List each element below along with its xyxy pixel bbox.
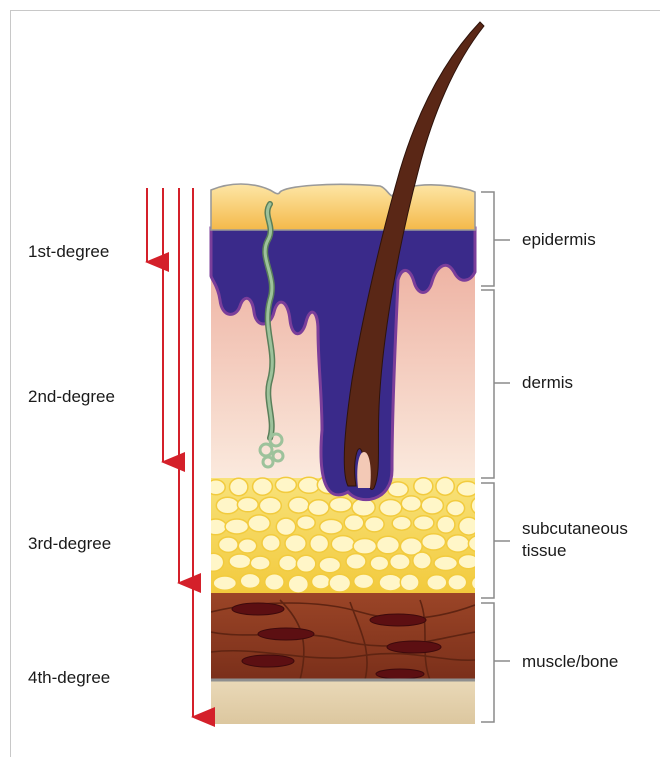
epidermis-surface-layer bbox=[211, 184, 475, 230]
fat-cell bbox=[207, 480, 226, 495]
fat-cell bbox=[238, 539, 256, 553]
muscle-layer bbox=[211, 593, 475, 681]
subcutaneous-layer bbox=[203, 476, 493, 598]
fat-cell bbox=[401, 496, 421, 511]
fat-cell bbox=[457, 481, 478, 496]
fat-cell bbox=[379, 574, 402, 591]
fat-cell bbox=[297, 516, 315, 530]
fat-cell bbox=[329, 574, 351, 592]
fat-cell bbox=[262, 535, 280, 551]
fat-cell bbox=[436, 477, 454, 495]
fat-cell bbox=[422, 534, 446, 550]
fat-cell bbox=[320, 519, 343, 534]
fat-cell bbox=[216, 497, 239, 514]
fat-cell bbox=[471, 575, 492, 591]
fat-cell bbox=[308, 500, 329, 516]
fat-cell bbox=[471, 497, 490, 515]
fat-cell bbox=[275, 477, 296, 492]
burn-depth-arrows bbox=[147, 188, 193, 717]
fat-cell bbox=[310, 535, 329, 553]
fat-cell bbox=[414, 516, 434, 530]
fat-cell bbox=[353, 539, 376, 555]
fat-cell bbox=[240, 573, 260, 588]
fat-cell bbox=[459, 517, 479, 535]
label-1st-degree: 1st-degree bbox=[28, 241, 109, 263]
fat-cell bbox=[225, 519, 248, 534]
fat-cell bbox=[346, 554, 366, 570]
fat-cell bbox=[248, 515, 270, 532]
fat-cell bbox=[400, 574, 419, 591]
fat-cell bbox=[259, 497, 281, 514]
label-3rd-degree: 3rd-degree bbox=[28, 533, 111, 555]
fat-cell bbox=[265, 574, 284, 591]
fat-cell bbox=[296, 555, 315, 572]
fat-cell bbox=[447, 501, 465, 516]
fat-cell bbox=[448, 575, 467, 591]
fat-cell bbox=[331, 536, 354, 553]
label-dermis: dermis bbox=[522, 372, 573, 394]
fat-cell bbox=[414, 478, 433, 495]
bone-layer bbox=[211, 680, 475, 724]
fat-cell bbox=[203, 553, 224, 571]
label-4th-degree: 4th-degree bbox=[28, 667, 110, 689]
fat-cell bbox=[370, 556, 389, 571]
fat-cell bbox=[253, 478, 273, 495]
fat-cell bbox=[219, 537, 239, 552]
fat-cell bbox=[392, 516, 411, 530]
fat-cell bbox=[213, 576, 236, 590]
fat-cell bbox=[237, 497, 258, 511]
fat-cell bbox=[413, 552, 431, 569]
fat-cell bbox=[230, 478, 248, 496]
fat-cell bbox=[365, 517, 384, 532]
label-muscle-bone: muscle/bone bbox=[522, 651, 618, 673]
fat-cell bbox=[285, 535, 306, 553]
label-tissue: tissue bbox=[522, 540, 566, 562]
fat-cell bbox=[458, 555, 478, 569]
fat-cell bbox=[319, 557, 341, 573]
label-subcutaneous: subcutaneous bbox=[522, 518, 628, 540]
label-epidermis: epidermis bbox=[522, 229, 596, 251]
fat-cell bbox=[312, 574, 331, 589]
fat-cell bbox=[447, 535, 470, 552]
fat-cell bbox=[279, 555, 297, 571]
fat-cell bbox=[205, 519, 227, 535]
fat-cell bbox=[390, 554, 410, 570]
fat-cell bbox=[421, 497, 443, 514]
fat-cell bbox=[437, 516, 455, 533]
fat-cell bbox=[379, 500, 401, 517]
fat-cell bbox=[276, 518, 295, 535]
fat-cell bbox=[344, 515, 364, 531]
fat-cell bbox=[288, 575, 308, 593]
fat-cell bbox=[377, 536, 400, 554]
fat-cell bbox=[468, 535, 491, 552]
fat-cell bbox=[434, 556, 457, 570]
fat-cell bbox=[250, 556, 270, 570]
fat-cell bbox=[298, 477, 319, 493]
fat-cell bbox=[354, 574, 374, 589]
fat-cell bbox=[427, 575, 447, 590]
layer-brackets bbox=[481, 192, 510, 722]
fat-cell bbox=[329, 497, 351, 512]
fat-cell bbox=[288, 497, 309, 513]
label-2nd-degree: 2nd-degree bbox=[28, 386, 115, 408]
fat-cell bbox=[229, 554, 251, 569]
